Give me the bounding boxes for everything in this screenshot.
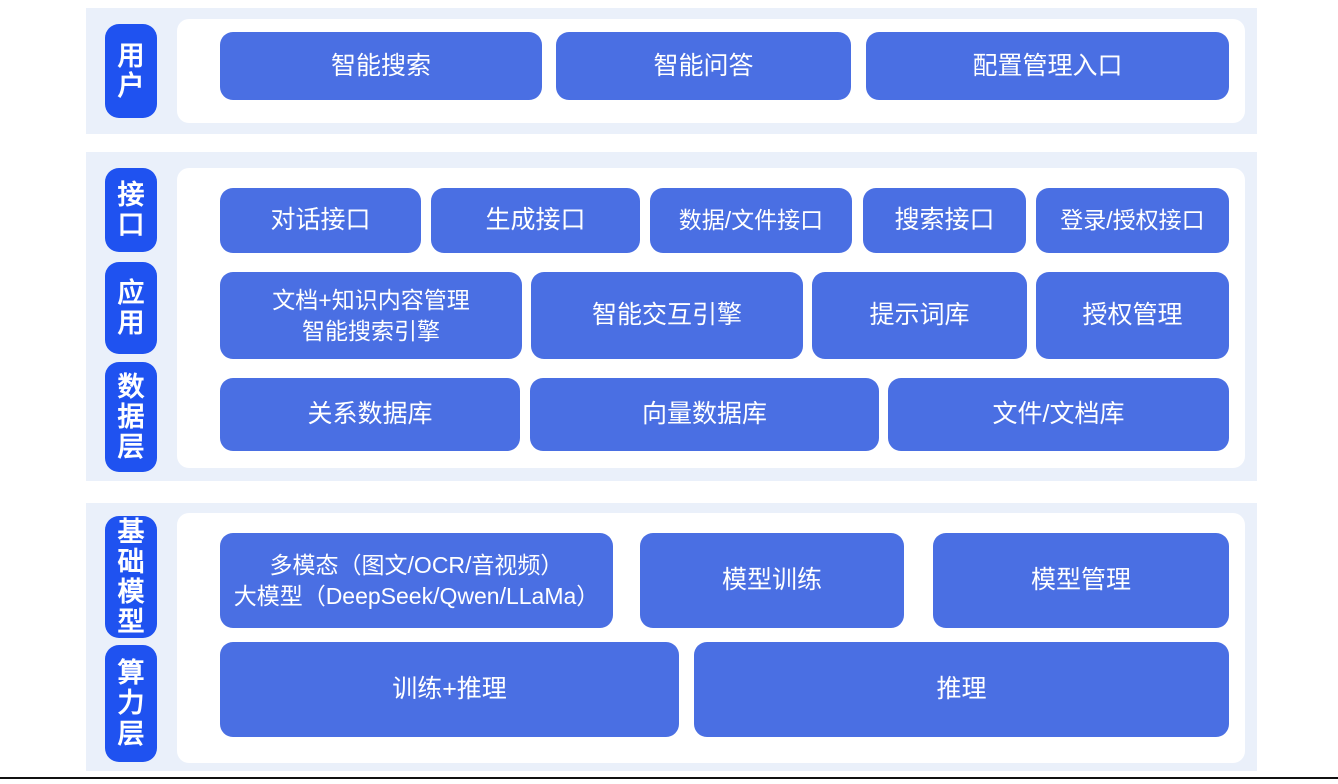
box-training-inference[interactable]: 训练+推理	[220, 642, 679, 737]
box-smart-search[interactable]: 智能搜索	[220, 32, 542, 100]
box-login-auth-api[interactable]: 登录/授权接口	[1036, 188, 1229, 253]
section-label-compute-layer: 算力层	[105, 645, 157, 762]
section-label-foundation-model: 基础模型	[105, 516, 157, 638]
section-label-data-layer: 数据层	[105, 362, 157, 472]
box-smart-qa[interactable]: 智能问答	[556, 32, 851, 100]
box-vector-database[interactable]: 向量数据库	[530, 378, 879, 451]
section-label-user: 用户	[105, 24, 157, 118]
box-generation-api[interactable]: 生成接口	[431, 188, 640, 253]
box-smart-interaction-engine[interactable]: 智能交互引擎	[531, 272, 803, 359]
box-dialog-api[interactable]: 对话接口	[220, 188, 421, 253]
box-model-training[interactable]: 模型训练	[640, 533, 904, 628]
box-authorization-management[interactable]: 授权管理	[1036, 272, 1229, 359]
box-inference[interactable]: 推理	[694, 642, 1229, 737]
section-label-application: 应用	[105, 262, 157, 354]
box-data-file-api[interactable]: 数据/文件接口	[650, 188, 852, 253]
box-file-document-store[interactable]: 文件/文档库	[888, 378, 1229, 451]
section-label-interface: 接口	[105, 168, 157, 252]
box-doc-knowledge-management[interactable]: 文档+知识内容管理 智能搜索引擎	[220, 272, 522, 359]
box-model-management[interactable]: 模型管理	[933, 533, 1229, 628]
box-prompt-library[interactable]: 提示词库	[812, 272, 1027, 359]
bottom-divider	[0, 777, 1338, 779]
box-multimodal-large-model[interactable]: 多模态（图文/OCR/音视频） 大模型（DeepSeek/Qwen/LLaMa）	[220, 533, 613, 628]
box-search-api[interactable]: 搜索接口	[863, 188, 1026, 253]
box-config-management-entry[interactable]: 配置管理入口	[866, 32, 1229, 100]
box-relational-database[interactable]: 关系数据库	[220, 378, 520, 451]
